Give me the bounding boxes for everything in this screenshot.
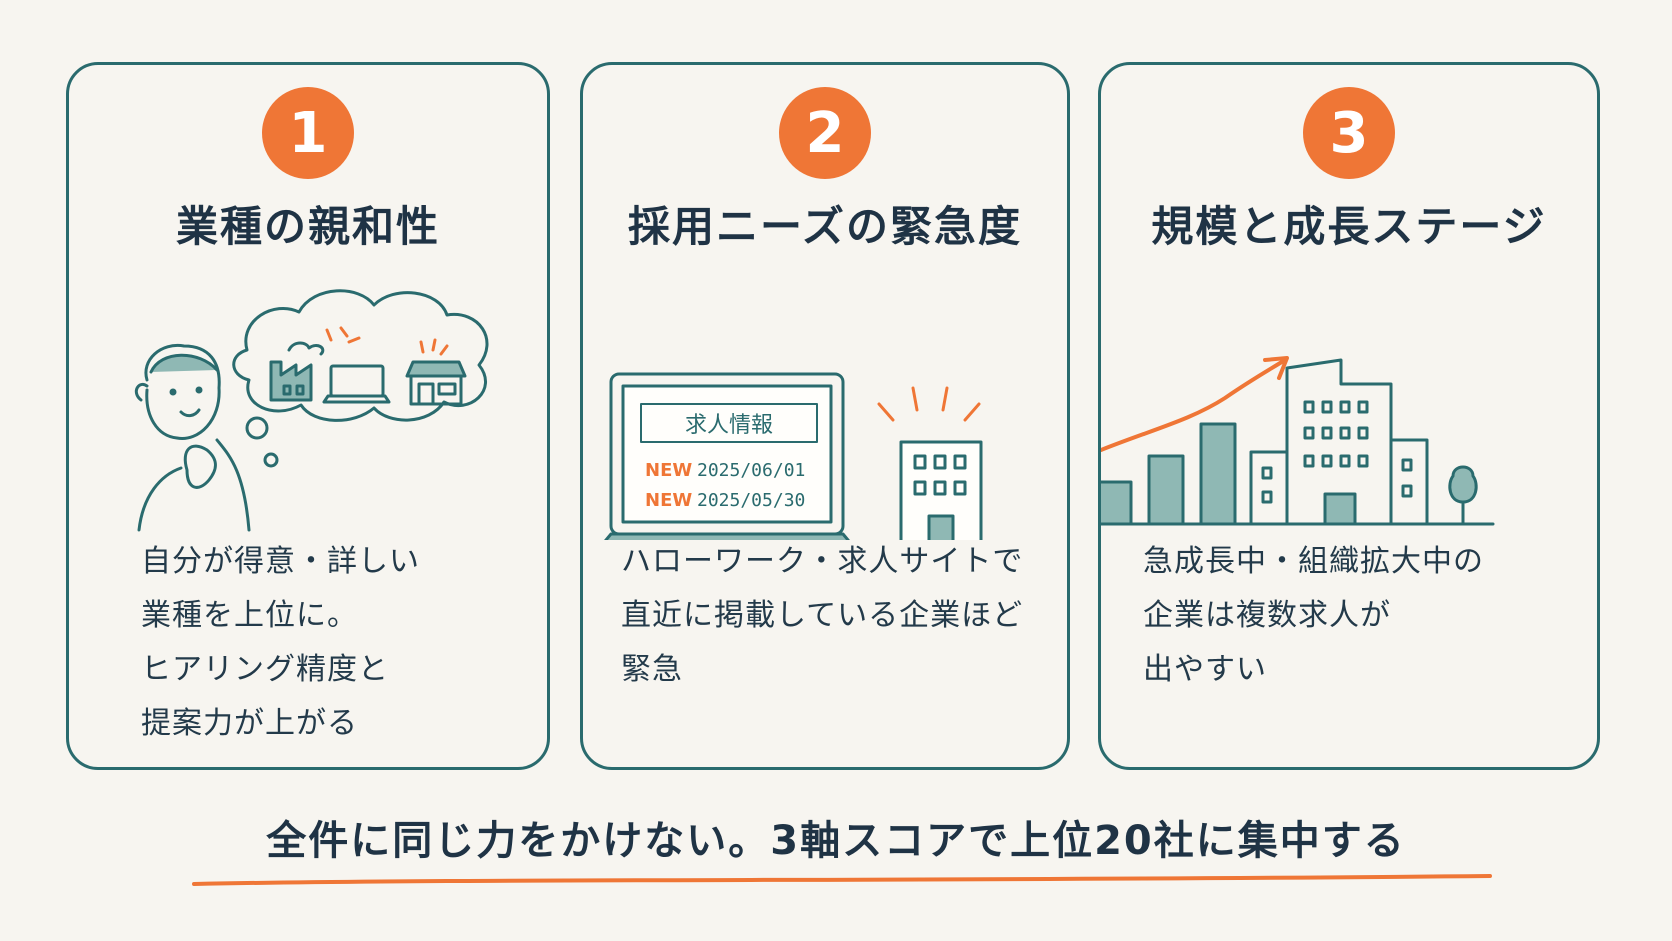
- laptop-icon: [322, 364, 391, 404]
- screen-title: 求人情報: [685, 413, 773, 438]
- number-badge: 3: [1303, 87, 1395, 179]
- building-icon: [899, 440, 983, 540]
- listing-date: 2025/06/01: [697, 460, 805, 481]
- card-body: 急成長中・組織拡大中の 企業は複数求人が 出やすい: [1143, 544, 1484, 687]
- footer-underline: [192, 874, 1492, 886]
- card-body: 自分が得意・詳しい 業種を上位に。 ヒアリング精度と 提案力が上がる: [141, 544, 420, 741]
- card-title: 規模と成長ステージ: [1151, 202, 1547, 251]
- shop-icon: [405, 360, 467, 406]
- new-tag: NEW: [645, 490, 692, 511]
- job-listing-laptop-illustration: 求人情報 NEW 2025/06/01 NEW 2025/05/30: [604, 372, 983, 540]
- bar-icon: [1199, 422, 1237, 526]
- thinking-person-illustration: [134, 289, 489, 532]
- number-badge: 2: [779, 87, 871, 179]
- bar-icon: [1147, 454, 1185, 526]
- tree-icon: [1448, 465, 1478, 526]
- bar-icon: [1101, 480, 1133, 526]
- number-badge: 1: [262, 87, 354, 179]
- person-icon: [134, 343, 251, 532]
- card-title: 業種の親和性: [175, 202, 440, 251]
- thought-cloud-icon: [232, 289, 489, 422]
- factory-icon: [269, 341, 325, 402]
- card-body: ハローワーク・求人サイトで 直近に掲載している企業ほど 緊急: [621, 544, 1024, 687]
- growth-chart-illustration: [1101, 356, 1495, 526]
- card-industry-affinity: 1 業種の親和性: [66, 62, 550, 770]
- office-building-icon: [1249, 358, 1429, 526]
- listing-date: 2025/05/30: [697, 490, 805, 511]
- alert-lines-icon: [877, 386, 981, 422]
- card-scale-growth: 3 規模と成長ステージ: [1098, 62, 1600, 770]
- new-tag: NEW: [645, 460, 692, 481]
- footer-message: 全件に同じ力をかけない。3軸スコアで上位20社に集中する: [266, 818, 1406, 864]
- laptop-base-icon: [604, 532, 850, 540]
- card-title: 採用ニーズの緊急度: [628, 202, 1022, 251]
- trend-arrow-icon: [1101, 358, 1287, 452]
- card-hiring-urgency: 2 採用ニーズの緊急度 求人情報 NEW 2025/06/01 NEW 2025…: [580, 62, 1070, 770]
